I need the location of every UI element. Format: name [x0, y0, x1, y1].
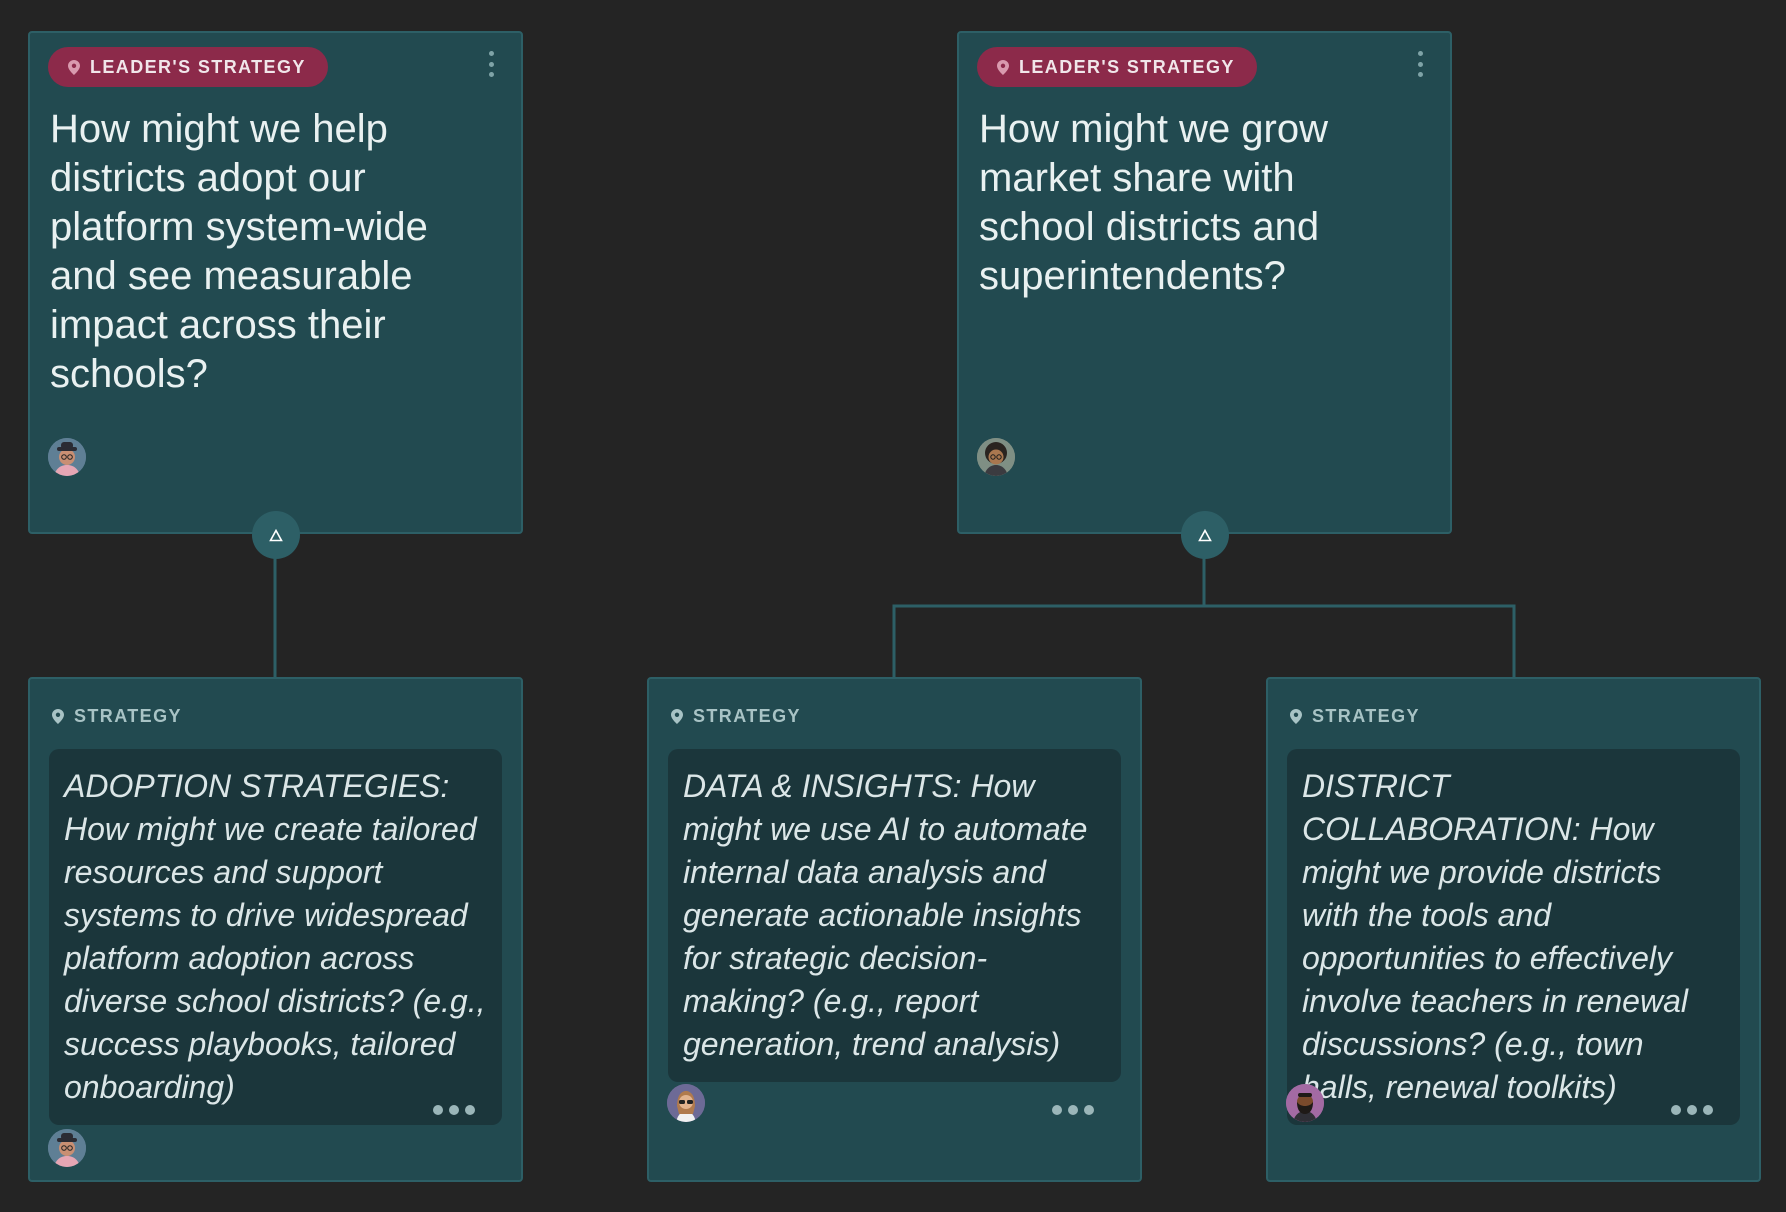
strategy-description: ADOPTION STRATEGIES: How might we create…	[49, 749, 502, 1125]
strategy-card[interactable]: STRATEGY DISTRICT COLLABORATION: How mig…	[1266, 677, 1761, 1182]
strategy-tag: STRATEGY	[52, 706, 182, 727]
strategy-tag: STRATEGY	[671, 706, 801, 727]
triangle-up-icon	[1197, 528, 1212, 541]
strategy-tag: STRATEGY	[1290, 706, 1420, 727]
strategy-description: DATA & INSIGHTS: How might we use AI to …	[668, 749, 1121, 1082]
location-pin-icon	[52, 709, 64, 724]
person-beard-avatar[interactable]	[1286, 1084, 1324, 1122]
collapse-children-button[interactable]	[1180, 511, 1229, 559]
leader-strategy-title: How might we grow market share with scho…	[979, 107, 1329, 298]
person-curly-hair-glasses-avatar[interactable]	[977, 438, 1015, 476]
strategy-card[interactable]: STRATEGY ADOPTION STRATEGIES: How might …	[28, 677, 523, 1182]
leader-strategy-tag: LEADER'S STRATEGY	[977, 47, 1257, 87]
location-pin-icon	[1290, 709, 1302, 724]
location-pin-icon	[997, 59, 1009, 75]
strategy-card[interactable]: STRATEGY DATA & INSIGHTS: How might we u…	[647, 677, 1142, 1182]
more-horizontal-icon[interactable]	[433, 1105, 475, 1115]
more-vertical-icon[interactable]	[1416, 51, 1424, 77]
strategy-description: DISTRICT COLLABORATION: How might we pro…	[1287, 749, 1740, 1125]
leader-strategy-title: How might we help districts adopt our pl…	[50, 107, 428, 396]
more-horizontal-icon[interactable]	[1671, 1105, 1713, 1115]
collapse-children-button[interactable]	[251, 511, 300, 559]
connector-leader2-strategies	[892, 604, 1516, 678]
location-pin-icon	[68, 59, 80, 75]
leader-strategy-tag: LEADER'S STRATEGY	[48, 47, 328, 87]
triangle-up-icon	[268, 528, 283, 541]
strategy-tag-label: STRATEGY	[693, 706, 801, 726]
strategy-tag-label: STRATEGY	[74, 706, 182, 726]
more-horizontal-icon[interactable]	[1052, 1105, 1094, 1115]
person-glasses-hat-avatar[interactable]	[48, 438, 86, 476]
more-vertical-icon[interactable]	[487, 51, 495, 77]
leader-strategy-card[interactable]: LEADER'S STRATEGY How might we help dist…	[28, 31, 523, 559]
person-glasses-hat-avatar[interactable]	[48, 1129, 86, 1167]
leader-strategy-tag-label: LEADER'S STRATEGY	[90, 56, 306, 77]
leader-strategy-card[interactable]: LEADER'S STRATEGY How might we grow mark…	[957, 31, 1452, 559]
strategy-tag-label: STRATEGY	[1312, 706, 1420, 726]
person-sunglasses-avatar[interactable]	[667, 1084, 705, 1122]
leader-strategy-tag-label: LEADER'S STRATEGY	[1019, 56, 1235, 77]
location-pin-icon	[671, 709, 683, 724]
